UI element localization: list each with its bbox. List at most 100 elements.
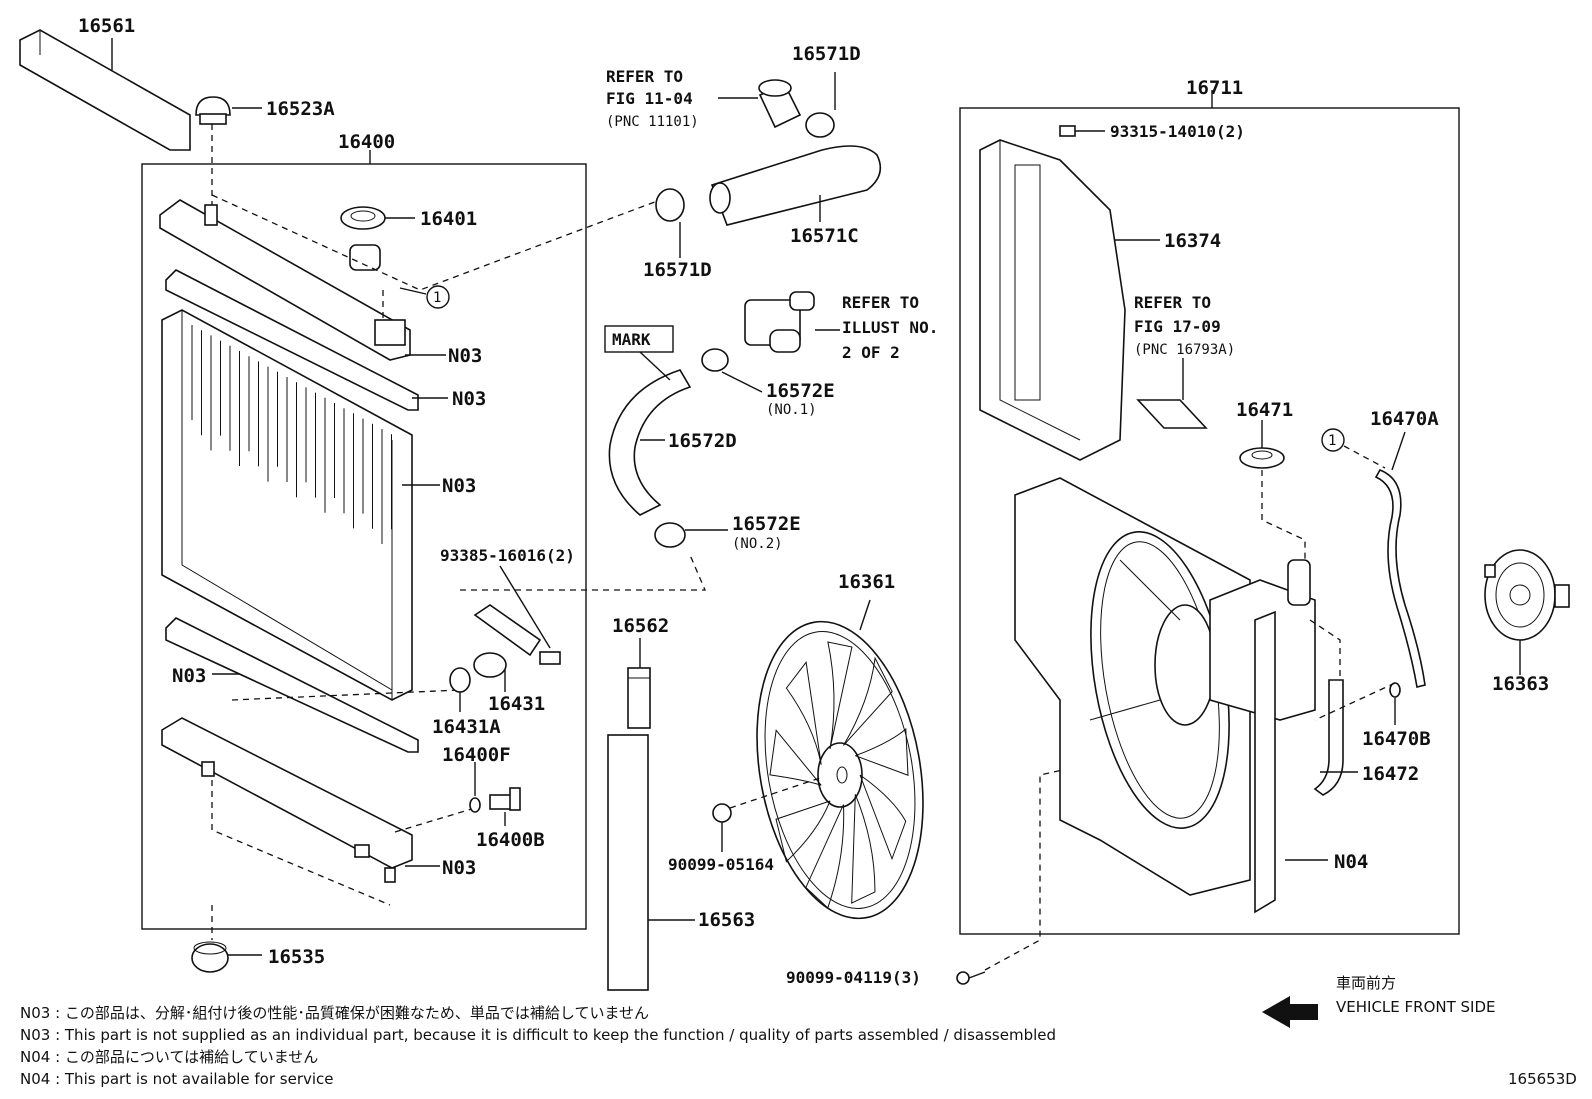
callout-1-right: 1	[1328, 433, 1336, 449]
hose-16470A	[1374, 468, 1426, 688]
label-16472: 16472	[1362, 763, 1419, 785]
label-N03-e: N03	[442, 857, 476, 879]
label-16401: 16401	[420, 208, 477, 230]
label-16470A: 16470A	[1370, 408, 1439, 430]
label-16561: 16561	[78, 15, 135, 37]
fan-shroud-assembly-box	[959, 107, 1460, 935]
radiator-core	[161, 309, 413, 701]
nut-90099-05164	[712, 803, 732, 823]
label-16571C: 16571C	[790, 225, 859, 247]
note-n03-jp: N03 : この部品は、分解･組付け後の性能･品質確保が困難なため、単品では補給…	[20, 1004, 649, 1022]
label-16470B: 16470B	[1362, 728, 1431, 750]
label-16535: 16535	[268, 946, 325, 968]
fan-blade	[859, 774, 907, 861]
callout-1-left: 1	[433, 290, 441, 306]
label-16562: 16562	[612, 615, 669, 637]
direction-jp: 車両前方	[1336, 974, 1396, 992]
radiator-gasket-upper	[165, 269, 419, 411]
clamp-16572E-no2	[654, 522, 686, 548]
label-N03-c: N03	[442, 475, 476, 497]
label-16572D: 16572D	[668, 430, 737, 452]
label-16363: 16363	[1492, 673, 1549, 695]
fan-blade	[775, 800, 831, 863]
label-N04: N04	[1334, 851, 1368, 873]
hose-16572D	[608, 369, 692, 516]
cushion-16535	[191, 941, 229, 973]
label-16471: 16471	[1236, 399, 1293, 421]
fan-motor-16363	[1484, 549, 1570, 641]
fan-blade	[851, 794, 876, 904]
label-16523A: 16523A	[266, 98, 335, 120]
label-plate	[1136, 399, 1208, 429]
label-16572E-no2: 16572E	[732, 513, 801, 535]
radiator-assembly-box	[141, 163, 587, 930]
label-16431: 16431	[488, 693, 545, 715]
note-n04-en: N04 : This part is not available for ser…	[20, 1070, 334, 1088]
label-16563: 16563	[698, 909, 755, 931]
hose-16571C	[709, 145, 882, 226]
label-N03-a: N03	[448, 345, 482, 367]
ref3-line1: REFER TO	[1134, 293, 1211, 312]
water-outlet	[744, 291, 815, 353]
o-ring-16400F	[469, 797, 481, 813]
drain-cock-16400B	[489, 787, 521, 811]
direction-en: VEHICLE FRONT SIDE	[1336, 998, 1496, 1016]
radiator-core-fins	[191, 325, 392, 544]
ref2-line2: ILLUST NO.	[842, 318, 938, 337]
seal-strip-16561	[19, 29, 191, 151]
air-guide-16374	[979, 139, 1126, 461]
fan-blade	[805, 804, 845, 909]
radiator-gasket-lower	[165, 617, 419, 753]
radiator-upper-tank	[159, 199, 411, 361]
ref1-line3: (PNC 11101)	[606, 114, 699, 130]
label-16361: 16361	[838, 571, 895, 593]
fan-16361	[756, 620, 924, 920]
fan-blades	[769, 641, 909, 909]
label-16571D-top: 16571D	[792, 43, 861, 65]
ref2-line1: REFER TO	[842, 293, 919, 312]
label-16374: 16374	[1164, 230, 1221, 252]
label-16400F: 16400F	[442, 744, 511, 766]
label-16572E-no2-sub: (NO.2)	[732, 536, 783, 552]
label-16400B: 16400B	[476, 829, 545, 851]
fan-blade	[843, 656, 893, 746]
diagram-id: 165653D	[1508, 1070, 1577, 1088]
seal-16562	[627, 667, 651, 729]
radiator-lower-tank	[161, 717, 413, 883]
label-N03-b: N03	[452, 388, 486, 410]
fan-blade	[827, 641, 853, 750]
ref3-line3: (PNC 16793A)	[1134, 342, 1235, 358]
label-93385-16016: 93385-16016(2)	[440, 546, 575, 565]
label-16572E-no1-sub: (NO.1)	[766, 402, 817, 418]
ref2-line3: 2 OF 2	[842, 343, 900, 362]
label-16571D-bottom: 16571D	[643, 259, 712, 281]
radiator-cap-16401	[340, 206, 386, 230]
hose-16472	[1313, 679, 1344, 796]
reservoir-cap-16471	[1239, 447, 1285, 469]
ref3-line2: FIG 17-09	[1134, 317, 1221, 336]
fan-blade	[855, 727, 909, 776]
note-n04-jp: N04 : この部品については補給していません	[20, 1048, 318, 1066]
label-N03-d: N03	[172, 665, 206, 687]
o-ring-16431A	[449, 667, 471, 693]
oil-cooler-pipe-16431	[473, 604, 561, 678]
ref1-line1: REFER TO	[606, 67, 683, 86]
label-16572E-no1: 16572E	[766, 380, 835, 402]
label-90099-04119: 90099-04119(3)	[786, 968, 921, 987]
label-16711: 16711	[1186, 77, 1243, 99]
label-90099-05164: 90099-05164	[668, 855, 774, 874]
hose-16571D-upper	[758, 79, 835, 138]
vehicle-front-arrow	[1262, 996, 1318, 1028]
label-16400: 16400	[338, 131, 395, 153]
bolt-93315-14010	[1059, 125, 1105, 137]
clamp-16571D-lower	[655, 188, 685, 222]
label-16431A: 16431A	[432, 716, 501, 738]
ref1-line2: FIG 11-04	[606, 89, 693, 108]
note-n03-en: N03 : This part is not supplied as an in…	[20, 1026, 1056, 1044]
fan-blade	[785, 661, 822, 765]
mark-label: MARK	[612, 330, 651, 349]
mark-box	[604, 325, 674, 353]
label-93315-14010: 93315-14010(2)	[1110, 122, 1245, 141]
screw-90099-04119	[956, 971, 986, 985]
